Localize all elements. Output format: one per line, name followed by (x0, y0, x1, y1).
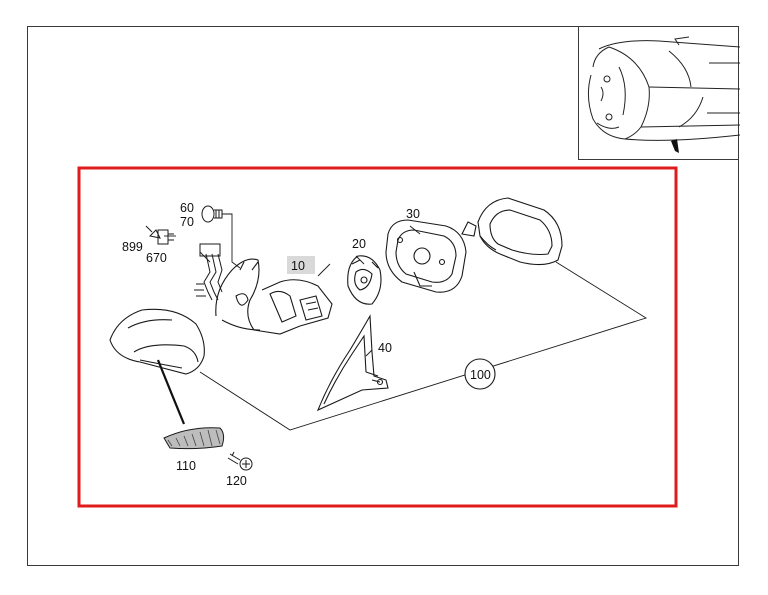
wiring-harness-part (194, 243, 223, 301)
mirror-location-marker (671, 139, 679, 153)
glass-holder-part (385, 219, 467, 293)
bolt-part (201, 205, 223, 223)
mirror-cover-part (109, 308, 205, 375)
mirror-base-part (215, 258, 333, 335)
clip-parts (145, 225, 174, 245)
callout-110: 110 (176, 459, 196, 473)
callout-10: 10 (291, 259, 305, 273)
turn-signal-lamp-part (163, 427, 225, 450)
mirror-housing-part (461, 197, 563, 266)
callout-899: 899 (122, 240, 143, 254)
callout-120: 120 (226, 474, 247, 488)
turn-signal-cable (156, 359, 186, 425)
assembly-leader-lines (164, 213, 648, 431)
callout-670: 670 (146, 251, 167, 265)
vehicle-locator-thumbnail (578, 26, 741, 160)
callout-10-highlight (287, 256, 315, 274)
actuator-part (347, 255, 382, 305)
callout-100-circle (464, 358, 496, 390)
screw-part (227, 451, 253, 471)
callout-40: 40 (378, 341, 392, 355)
callout-100: 100 (470, 368, 491, 382)
mirror-glass-part (316, 314, 389, 412)
callout-30: 30 (406, 207, 420, 221)
callout-60: 60 (180, 201, 194, 215)
highlight-border (77, 166, 678, 508)
car-top-view-icon (587, 36, 741, 153)
callout-70: 70 (180, 215, 194, 229)
callout-20: 20 (352, 237, 366, 251)
